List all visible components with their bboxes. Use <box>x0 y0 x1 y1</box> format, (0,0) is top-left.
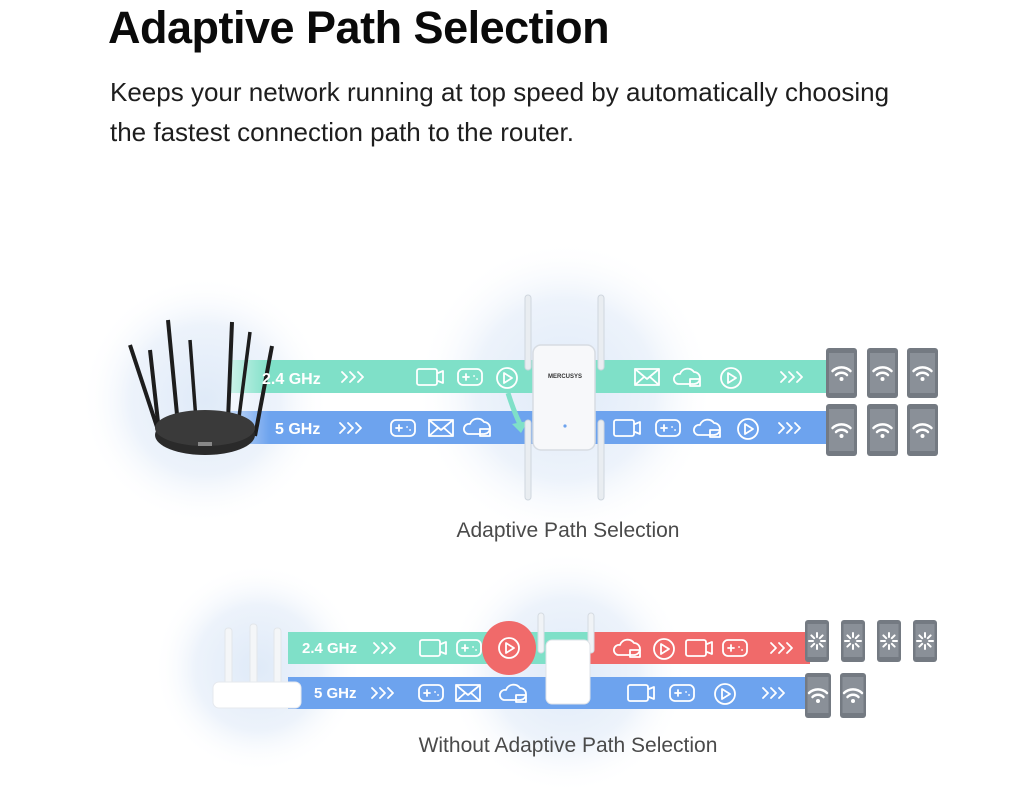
top-diagram-caption: Adaptive Path Selection <box>457 519 680 542</box>
device-phones-top <box>826 348 938 456</box>
bottom-diagram-caption: Without Adaptive Path Selection <box>419 734 718 757</box>
path-switch-arrow <box>505 392 523 426</box>
band-label-24-bottom: 2.4 GHz <box>302 640 357 657</box>
router-icon <box>212 623 302 709</box>
arrow-head-icon <box>512 421 528 433</box>
page-description: Keeps your network running at top speed … <box>110 77 890 147</box>
band-label-5-top: 5 GHz <box>275 421 320 438</box>
router-icon <box>128 319 274 455</box>
range-extender-icon: MERCUSYS <box>524 294 605 501</box>
band-label-24-top: 2.4 GHz <box>262 371 321 388</box>
top-diagram: 2.4 GHz 5 GHz MERCUSYS <box>80 240 938 542</box>
congestion-bubble <box>482 621 536 675</box>
router-halo <box>153 563 363 773</box>
router-halo <box>80 275 330 525</box>
bottom-diagram: 2.4 GHz 5 GHz <box>153 550 937 794</box>
range-extender-icon <box>537 612 595 705</box>
extender-brand-label: MERCUSYS <box>548 374 582 380</box>
page-title: Adaptive Path Selection <box>108 2 610 53</box>
band-24ghz-congested <box>590 632 810 664</box>
device-phones-bottom <box>805 620 937 718</box>
band-label-5-bottom: 5 GHz <box>314 685 357 702</box>
